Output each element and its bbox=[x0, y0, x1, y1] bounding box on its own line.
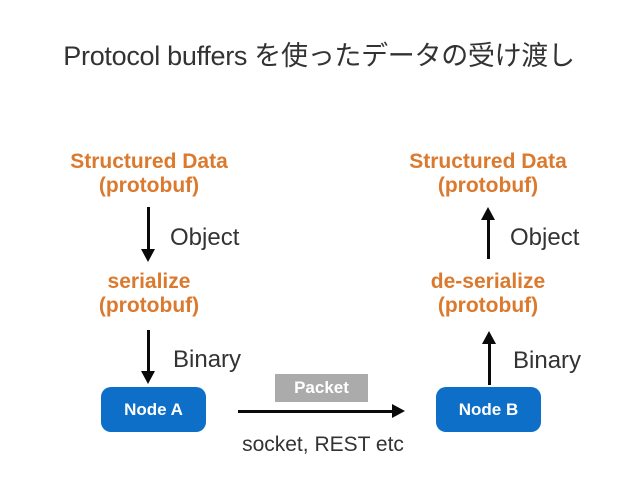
left-serialize-label: serialize (protobuf) bbox=[39, 270, 259, 318]
transport-label: socket, REST etc bbox=[242, 433, 404, 456]
left-object-label: Object bbox=[170, 224, 240, 251]
left-structured-data-line2: (protobuf) bbox=[98, 174, 200, 197]
left-object-down-arrow-icon bbox=[147, 207, 150, 250]
right-deserialize-label: de-serialize (protobuf) bbox=[378, 270, 598, 318]
packet-box: Packet bbox=[275, 374, 368, 402]
node-a-label: Node A bbox=[124, 399, 183, 419]
right-object-up-arrow-icon bbox=[487, 219, 490, 259]
left-binary-down-arrowhead-icon bbox=[141, 371, 155, 384]
right-structured-data-label: Structured Data (protobuf) bbox=[378, 150, 598, 198]
left-object-down-arrowhead-icon bbox=[141, 249, 155, 262]
left-binary-label: Binary bbox=[173, 346, 242, 373]
left-structured-data-label: Structured Data (protobuf) bbox=[39, 150, 259, 198]
slide-title: Protocol buffers を使ったデータの受け渡し bbox=[63, 41, 575, 71]
node-b-box: Node B bbox=[436, 387, 541, 432]
packet-label: Packet bbox=[294, 378, 349, 397]
node-a-box: Node A bbox=[101, 387, 206, 432]
right-binary-up-arrowhead-icon bbox=[482, 331, 496, 344]
channel-right-arrow-icon bbox=[238, 410, 393, 413]
left-serialize-line1: serialize bbox=[107, 270, 191, 293]
right-binary-label: Binary bbox=[513, 347, 582, 374]
right-object-label: Object bbox=[510, 224, 580, 251]
right-structured-data-line1: Structured Data bbox=[409, 150, 567, 173]
left-binary-down-arrow-icon bbox=[147, 330, 150, 372]
right-object-up-arrowhead-icon bbox=[481, 207, 495, 220]
node-b-label: Node B bbox=[458, 399, 519, 419]
right-deserialize-line2: (protobuf) bbox=[437, 294, 539, 317]
channel-right-arrowhead-icon bbox=[392, 404, 405, 418]
left-serialize-line2: (protobuf) bbox=[98, 294, 200, 317]
right-structured-data-line2: (protobuf) bbox=[437, 174, 539, 197]
right-binary-up-arrow-icon bbox=[488, 343, 491, 385]
left-structured-data-line1: Structured Data bbox=[70, 150, 228, 173]
right-deserialize-line1: de-serialize bbox=[430, 270, 546, 293]
